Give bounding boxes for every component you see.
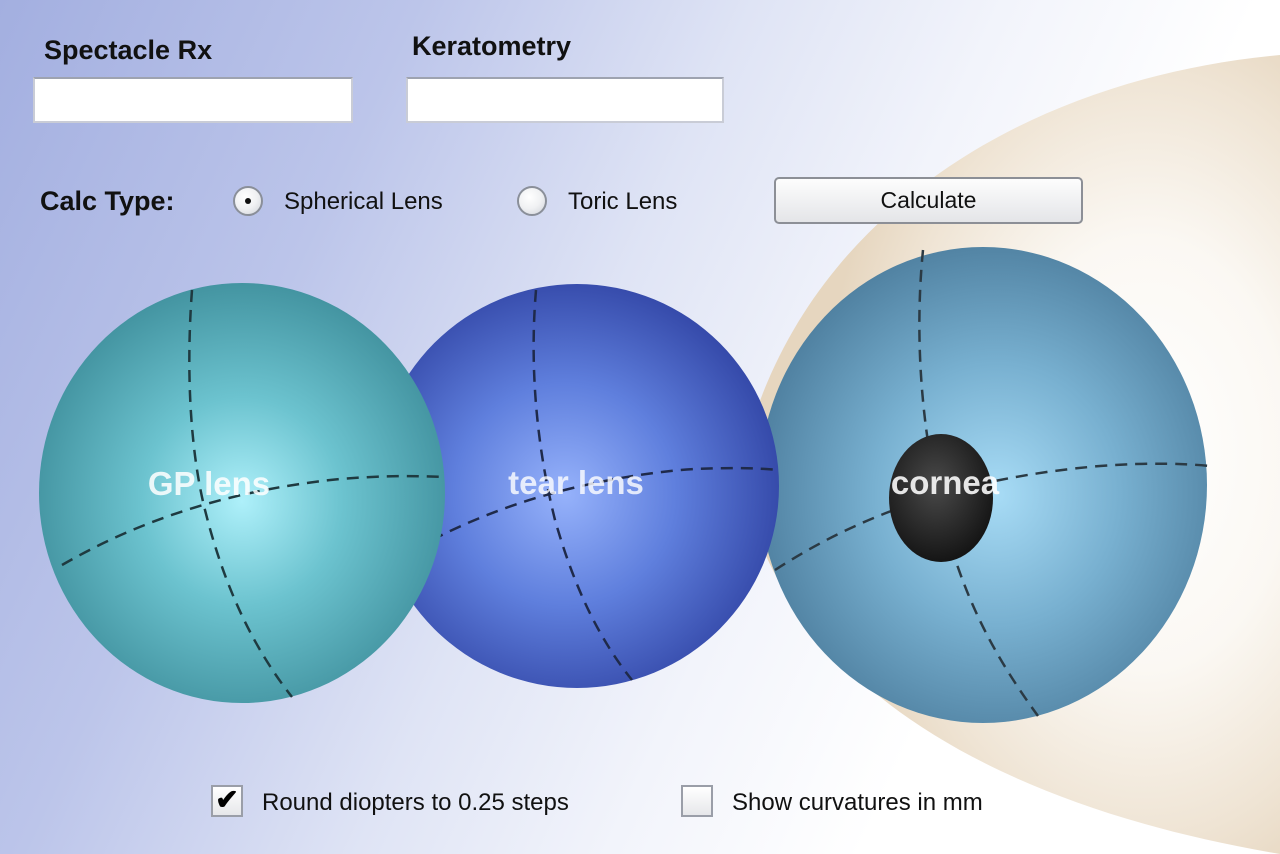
spectacle-rx-label: Spectacle Rx (44, 35, 213, 65)
round-diopters-label[interactable]: Round diopters to 0.25 steps (262, 789, 569, 816)
calc-type-label: Calc Type: (40, 186, 175, 216)
keratometry-label: Keratometry (412, 31, 572, 61)
keratometry-input[interactable] (406, 77, 724, 123)
cornea-label: cornea (891, 464, 1000, 501)
gp-lens-sphere: GP lens (39, 283, 446, 703)
tear-lens-sphere: tear lens (375, 284, 779, 688)
spherical-lens-label[interactable]: Spherical Lens (284, 188, 443, 215)
tear-lens-label: tear lens (508, 464, 644, 501)
pupil (889, 434, 993, 562)
toric-lens-label[interactable]: Toric Lens (568, 188, 678, 215)
gp-lens-label: GP lens (148, 465, 270, 502)
spectacle-rx-input[interactable] (33, 77, 353, 123)
toric-lens-radio[interactable] (517, 186, 547, 216)
show-curvatures-label[interactable]: Show curvatures in mm (732, 789, 983, 816)
show-curvatures-checkbox[interactable] (681, 785, 713, 817)
spherical-lens-radio[interactable] (233, 186, 263, 216)
cornea-sphere: cornea (759, 247, 1211, 723)
calculate-button[interactable]: Calculate (774, 177, 1083, 224)
radio-selected-dot (245, 198, 251, 204)
round-diopters-checkbox[interactable]: ✔ (211, 785, 243, 817)
